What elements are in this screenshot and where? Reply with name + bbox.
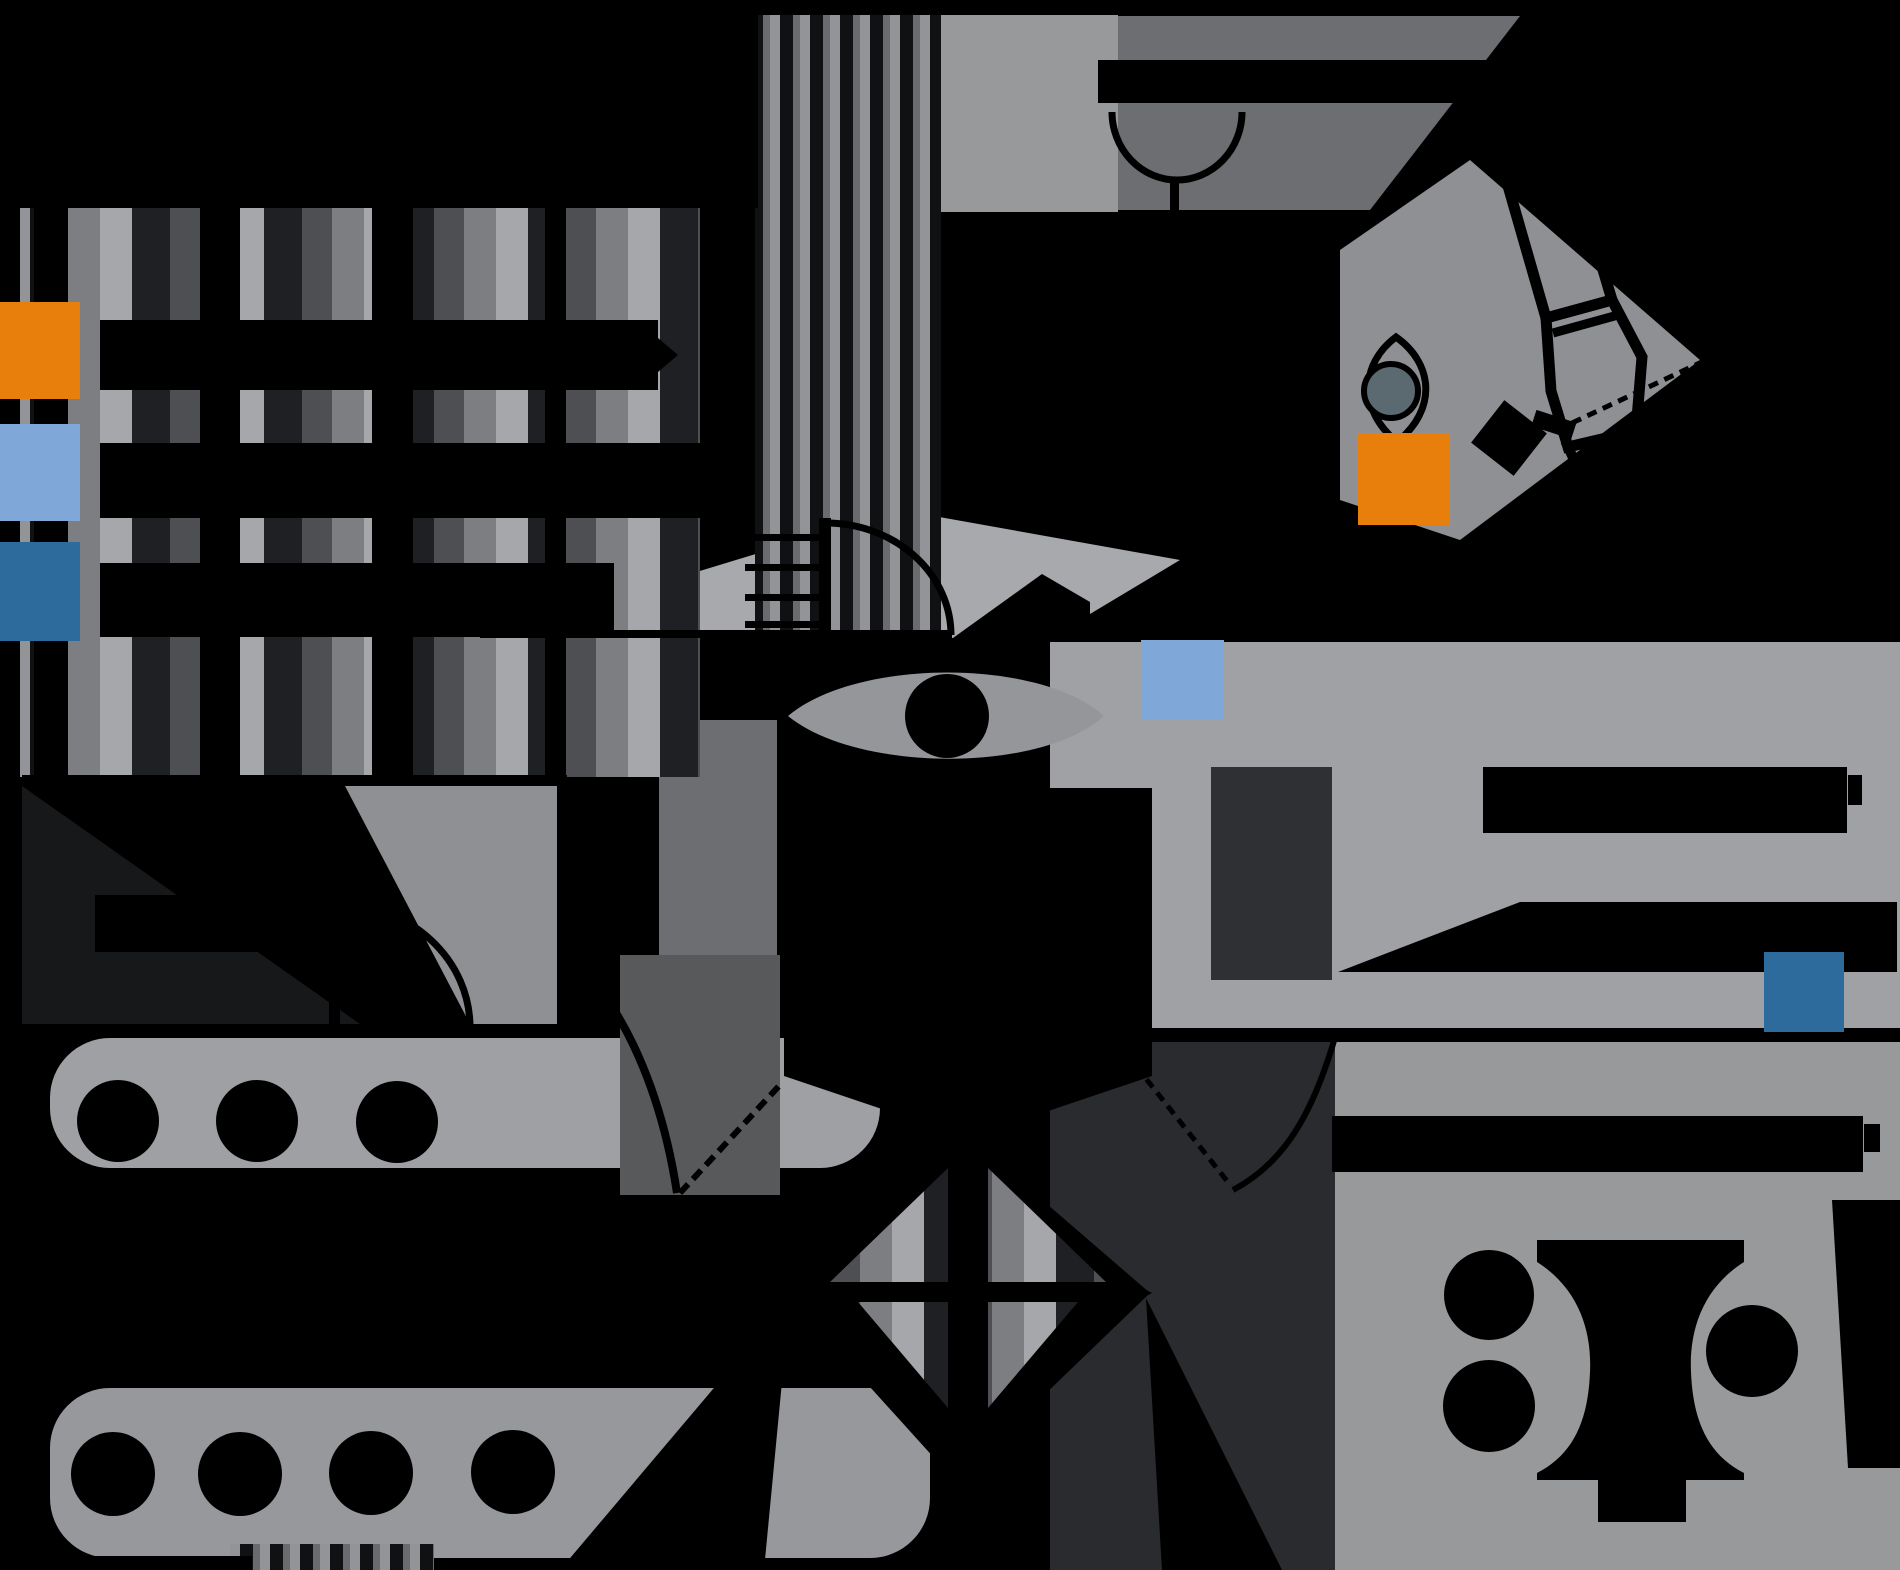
title-block [0,0,758,208]
wall-line-a [22,775,565,784]
row1-circle-2 [216,1080,298,1162]
door-center-rung-4 [745,621,819,628]
dashed-door-leaf-1 [677,1083,782,1196]
legend-textbar-1-arrow [658,338,678,372]
door-right-swing-arc [1190,503,1376,636]
diamond-stripes-lower-left [858,1302,948,1408]
artifact-left-gray [345,786,557,1024]
legend-textbar-1 [100,320,658,390]
wall-left-vertical [557,775,567,959]
center-head-circle [905,674,989,758]
artifact-dark-column [1211,767,1332,980]
robot-arm-joint-line-2 [1551,310,1620,338]
dashed-door-leaf-2 [1134,1064,1233,1188]
center-body-rect [784,788,1152,1076]
right-textbar-2-glyph [1864,1124,1880,1152]
person-topview-head [1361,361,1421,421]
robot-arm-connector [1531,409,1577,440]
row1-circle-3 [356,1081,438,1163]
legend-textbar-2 [100,443,742,518]
border-bottom [0,1556,252,1570]
wedge-right-of-arc [953,574,1090,638]
wedge-bottom-right-edge [1832,1200,1900,1468]
rack-stripes-bottom [230,1544,434,1570]
box-lightblue-2 [1141,640,1224,720]
diamond-arrowhead-right [1129,1281,1152,1305]
legend-swatch-steelblue [0,542,80,641]
door-center-rung-2 [745,564,819,571]
door-center-rung-1 [745,534,819,541]
door-right-leaf [1185,505,1196,636]
br-circle-1 [1444,1250,1534,1340]
pedestal-shape [1537,1240,1744,1480]
door-center-leaf [819,518,831,636]
door-right-rung-2 [1196,558,1250,565]
center-body-neck [784,1076,1152,1138]
funnel-wing-left [560,1298,790,1570]
pedestal-foot [1598,1480,1686,1522]
door-lower-right-arc [1231,1033,1339,1193]
carried-box-orange [1358,433,1450,525]
legend-swatch-lightblue [0,424,80,521]
artifact-top-right-of-title [938,14,1118,212]
robot-arm-joint-line-1 [1505,168,1573,194]
left-textbar-small [95,895,327,952]
big-swing-arc [567,953,681,1194]
row2-circle-3 [329,1431,413,1515]
funnel-drip-line [951,1481,959,1563]
diamond-stripes-lower-right [988,1302,1078,1408]
row2-circle-2 [198,1432,282,1516]
top-strip [740,0,1522,15]
right-textbar-2 [1332,1116,1863,1172]
diamond-arrowhead-left [783,1281,806,1305]
door-right-rung-1 [1196,530,1250,537]
legend-swatch-orange [0,302,80,399]
door-left-rung-2 [267,823,329,830]
door-center-rung-3 [745,594,819,601]
top-right-corner-mark [1858,55,1900,105]
door-right-rung-3 [1196,586,1250,593]
robot-arm-end-square [1471,400,1547,476]
left-textbar-bottom [185,1290,565,1365]
funnel-wing-right [1146,1298,1282,1570]
row2-circle-1 [71,1432,155,1516]
left-textbar-bottom-glyph [566,1306,588,1364]
br-circle-2 [1443,1360,1535,1452]
row2-circle-4 [471,1430,555,1514]
wedge-on-right-wall [1343,578,1900,634]
top-right-title-glyph [1766,63,1782,103]
wedge-mid-right [1338,902,1897,972]
box-steelblue-2 [1764,952,1844,1032]
robot-arm-tip [1560,424,1643,487]
door-left-rung-1 [267,795,329,802]
right-textbar-1 [1483,767,1847,833]
door-left-swing-arc [333,899,474,1028]
door-right-rung-4 [1196,614,1250,621]
row1-circle-1 [77,1080,159,1162]
wedge-top-right [1697,142,1900,540]
funnel-diamond [785,1136,1150,1481]
door-center-swing-arc [825,519,955,636]
rack-stripes-5 [755,0,941,636]
door-left-rung-4 [267,879,329,886]
legend-textbar-3 [100,563,614,637]
wall-line-center [480,630,952,638]
diamond-stripes-right [988,1168,1106,1282]
top-right-title-bar [1098,60,1766,103]
border-left [0,1286,14,1570]
br-circle-3 [1706,1305,1798,1397]
diamond-stripes-left [830,1168,948,1282]
left-textbar-small-glyph [330,912,356,952]
wall-line-b [0,1024,590,1033]
wall-line-lower-right [1333,1030,1900,1039]
door-left-rung-3 [267,851,329,858]
legend-textbar-2-glyph [742,424,754,446]
center-shield-shape [1011,215,1339,493]
right-textbar-1-glyph [1848,775,1862,805]
robot-arm-dashed-line [1570,357,1708,426]
